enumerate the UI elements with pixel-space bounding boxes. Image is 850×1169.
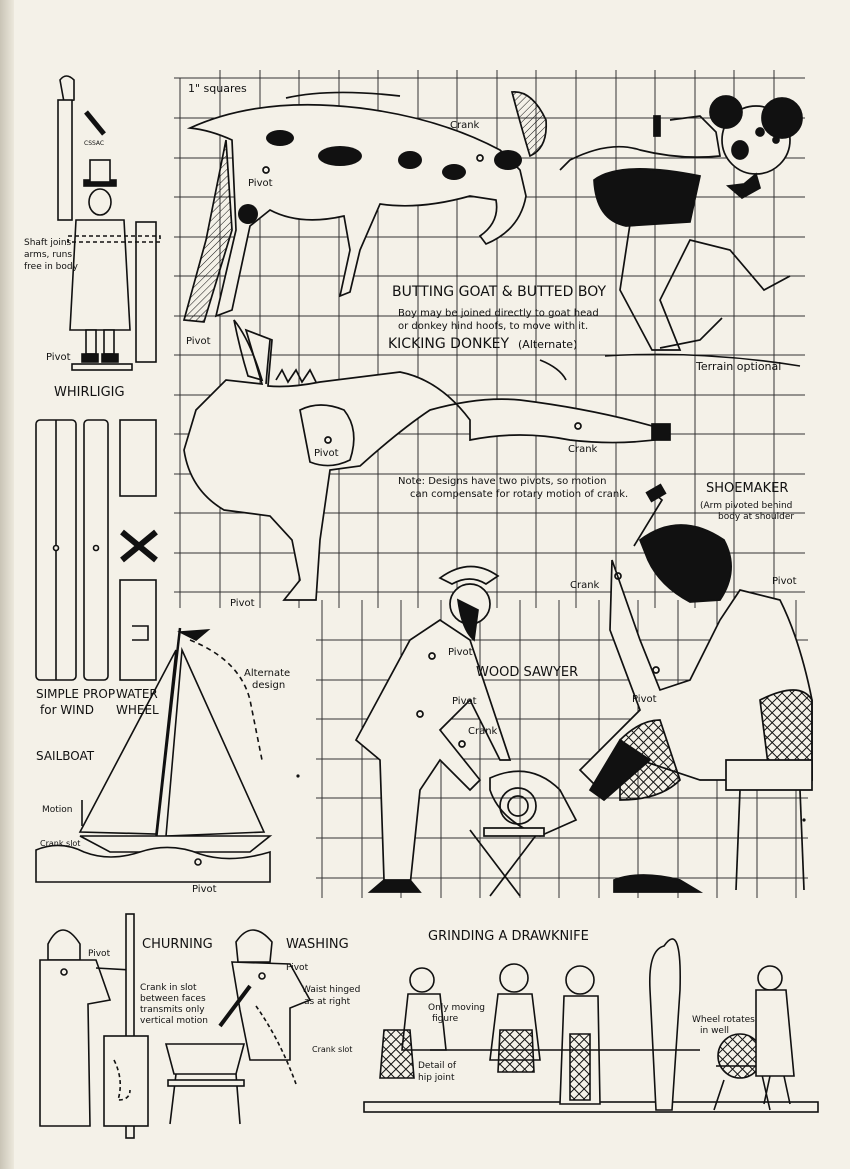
sawyer-pivot-label-1: Pivot <box>448 647 473 658</box>
goat-title: BUTTING GOAT & BUTTED BOY <box>392 284 606 300</box>
goat-note-2: or donkey hind hoofs, to move with it. <box>398 321 588 332</box>
drawknife-figures <box>363 938 819 1113</box>
whirligig-shaft-note-2: arms, runs <box>24 250 72 260</box>
goat-figure <box>182 91 548 323</box>
grid-scale-label: 1" squares <box>188 82 247 95</box>
wheel-label: WHEEL <box>116 703 159 717</box>
boy-figure <box>559 95 803 351</box>
whirligig-shaft-note-3: free in body <box>24 262 79 272</box>
sailboat-alt-2: design <box>252 680 285 691</box>
churning-note-2: between faces <box>140 994 206 1004</box>
drawknife-only-1: Only moving <box>428 1003 485 1013</box>
shoemaker-note-2: body at shoulder <box>718 512 794 522</box>
shoemaker-title: SHOEMAKER <box>706 481 788 496</box>
sailboat-title: SAILBOAT <box>36 749 95 763</box>
shoemaker-figure <box>578 483 813 893</box>
churning-note-3: transmits only <box>140 1005 205 1015</box>
drawknife-title: GRINDING A DRAWKNIFE <box>428 929 589 944</box>
donkey-alternate-label: (Alternate) <box>518 338 577 351</box>
churning-title: CHURNING <box>142 937 213 952</box>
sawyer-title: WOOD SAWYER <box>476 665 578 680</box>
stray-dot <box>296 774 300 778</box>
drawknife-wheel-1: Wheel rotates <box>692 1015 755 1025</box>
terrain-label: Terrain optional <box>695 360 781 373</box>
sailboat-crank-slot-label: Crank slot <box>40 839 80 848</box>
washing-figure <box>164 929 312 1125</box>
sailboat-alt-1: Alternate <box>244 668 290 679</box>
donkey-crank-label: Crank <box>568 444 598 455</box>
page-binding-edge <box>0 0 14 1169</box>
drawknife-wheel-2: in well <box>700 1026 729 1036</box>
washing-pivot-label: Pivot <box>286 963 309 973</box>
whirligig-cross-label: CSSAC <box>84 140 104 147</box>
shoemaker-note-1: (Arm pivoted behind <box>700 501 792 511</box>
donkey-note-2: can compensate for rotary motion of cran… <box>410 489 628 500</box>
churning-pivot-label: Pivot <box>88 949 111 959</box>
drawknife-detail-1: Detail of <box>418 1061 457 1071</box>
shoemaker-crank-label: Crank <box>570 580 600 591</box>
churning-figure <box>39 913 149 1139</box>
terrain-line <box>604 353 801 367</box>
goat-note-1: Boy may be joined directly to goat head <box>398 308 599 319</box>
for-wind-label: for WIND <box>40 703 94 717</box>
text-labels: 1" squares CSSAC Shaft joins arms, runs … <box>24 82 797 1083</box>
churning-note-1: Crank in slot <box>140 983 197 993</box>
whirligig-pivot-label: Pivot <box>46 352 71 363</box>
props-figures <box>35 419 158 681</box>
shoemaker-pivot-label-1: Pivot <box>772 576 797 587</box>
goat-pivot-label: Pivot <box>248 178 273 189</box>
donkey-title: KICKING DONKEY <box>388 336 509 352</box>
washing-title: WASHING <box>286 937 349 952</box>
washing-waist-1: Waist hinged <box>302 985 360 995</box>
sawyer-pivot-label-2: Pivot <box>452 696 477 707</box>
wood-sawyer-figure <box>354 565 578 897</box>
donkey-pivot-label: Pivot <box>314 448 339 459</box>
drawknife-only-2: figure <box>432 1014 459 1024</box>
sailboat-figure <box>35 627 273 883</box>
water-label: WATER <box>116 687 158 701</box>
donkey-figure <box>183 319 671 601</box>
simple-prop-label: SIMPLE PROP <box>36 687 115 701</box>
sawyer-crank-label: Crank <box>468 726 498 737</box>
sailboat-pivot-label: Pivot <box>192 884 217 895</box>
goat-crank-label: Crank <box>450 120 480 131</box>
shoemaker-pivot-label-2: Pivot <box>632 694 657 705</box>
stray-dot <box>802 818 806 822</box>
whirligig-shaft-note-1: Shaft joins <box>24 238 72 248</box>
donkey-note-1: Note: Designs have two pivots, so motion <box>398 476 606 487</box>
washing-waist-2: as at right <box>304 997 351 1007</box>
washing-crank-slot-label: Crank slot <box>312 1045 352 1054</box>
whirligig-figure <box>57 75 161 371</box>
drawknife-detail-2: hip joint <box>418 1073 455 1083</box>
donkey-base-pivot-label: Pivot <box>230 598 255 609</box>
churning-note-4: vertical motion <box>140 1016 208 1026</box>
whirligig-title: WHIRLIGIG <box>54 385 125 400</box>
goat-base-pivot-label: Pivot <box>186 336 211 347</box>
sailboat-motion-label: Motion <box>42 805 73 815</box>
